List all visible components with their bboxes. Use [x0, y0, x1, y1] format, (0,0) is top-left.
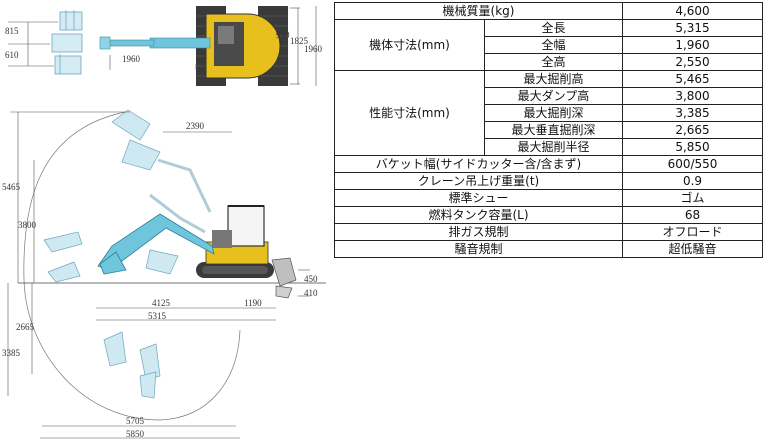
row-value: 600/550	[622, 155, 763, 173]
table-row: 全幅 1,960	[335, 36, 763, 54]
dim-3385: 3385	[2, 348, 21, 358]
row-value: 5,465	[622, 70, 763, 88]
excavator-dimension-drawing: 815 610 1960	[2, 6, 326, 439]
dim-2665: 2665	[16, 322, 35, 332]
bucket-top-outlines	[51, 10, 83, 75]
machine-top-view	[99, 6, 288, 86]
row-label: 全幅	[484, 36, 623, 54]
dim-450: 450	[304, 274, 318, 284]
dim-4125: 4125	[152, 298, 171, 308]
side-view: 5465 2390 3800 4125 1190 5315 450 410 26…	[2, 109, 326, 439]
dim-815: 815	[5, 26, 19, 36]
dim-610: 610	[5, 50, 19, 60]
row-value: 5,850	[622, 138, 763, 156]
spec-table: 機械質量(kg) 4,600 機体寸法(mm) 全長 5,315 全幅 1,96…	[334, 2, 763, 258]
row-label: クレーン吊上げ重量(t)	[334, 172, 623, 190]
dim-5465: 5465	[2, 182, 21, 192]
row-label: 全高	[484, 53, 623, 71]
row-label: バケット幅(サイドカッター含/含まず)	[334, 155, 623, 173]
table-row: クレーン吊上げ重量(t) 0.9	[334, 172, 763, 190]
table-row: 標準シュー ゴム	[334, 189, 763, 207]
row-label: 最大掘削半径	[484, 138, 623, 156]
row-value: ゴム	[622, 189, 763, 207]
table-row: 最大掘削深 3,385	[335, 104, 763, 122]
top-view: 815 610 1960	[5, 6, 323, 86]
row-value: 4,600	[622, 2, 763, 20]
table-row: 性能寸法(mm) 最大掘削高 5,465	[334, 70, 763, 156]
dim-3800: 3800	[18, 220, 37, 230]
table-row: 全高 2,550	[335, 53, 763, 71]
row-label: 標準シュー	[334, 189, 623, 207]
table-row: バケット幅(サイドカッター含/含まず) 600/550	[334, 155, 763, 173]
row-label: 騒音規制	[334, 240, 623, 258]
table-row: 騒音規制 超低騒音	[334, 240, 763, 258]
row-value: 68	[622, 206, 763, 224]
dim-410: 410	[304, 288, 318, 298]
excavator-side	[97, 205, 297, 299]
row-label: 燃料タンク容量(L)	[334, 206, 623, 224]
group-label: 性能寸法(mm)	[334, 70, 485, 156]
dim-5315: 5315	[148, 311, 167, 321]
row-value: 5,315	[622, 19, 763, 37]
digging-envelope	[23, 111, 241, 421]
row-label: 最大掘削深	[484, 104, 623, 122]
row-label: 最大掘削高	[484, 70, 623, 88]
dim-2390: 2390	[186, 121, 205, 131]
table-row: 最大掘削半径 5,850	[335, 138, 763, 156]
row-label: 最大垂直掘削深	[484, 121, 623, 139]
row-label: 全長	[484, 19, 623, 37]
dim-1960-right: 1960	[304, 44, 323, 54]
row-value: 3,800	[622, 87, 763, 105]
dim-1825: 1825	[290, 36, 309, 46]
attachment-positions	[43, 109, 179, 399]
row-value: 2,550	[622, 53, 763, 71]
dim-5850: 5850	[126, 429, 145, 439]
dim-990: 990	[276, 30, 290, 40]
row-value: 1,960	[622, 36, 763, 54]
group-label: 機体寸法(mm)	[334, 19, 485, 71]
row-label: 排ガス規制	[334, 223, 623, 241]
row-value: オフロード	[622, 223, 763, 241]
row-value: 0.9	[622, 172, 763, 190]
table-row: 燃料タンク容量(L) 68	[334, 206, 763, 224]
row-value: 3,385	[622, 104, 763, 122]
row-value: 2,665	[622, 121, 763, 139]
dim-5705: 5705	[126, 416, 145, 426]
table-row: 機械質量(kg) 4,600	[334, 2, 763, 20]
table-row: 機体寸法(mm) 全長 5,315	[334, 19, 763, 71]
dim-1190: 1190	[244, 298, 262, 308]
dim-1960-bottom: 1960	[122, 54, 141, 64]
row-label: 最大ダンプ高	[484, 87, 623, 105]
row-label: 機械質量(kg)	[334, 2, 623, 20]
row-value: 超低騒音	[622, 240, 763, 258]
table-row: 排ガス規制 オフロード	[334, 223, 763, 241]
